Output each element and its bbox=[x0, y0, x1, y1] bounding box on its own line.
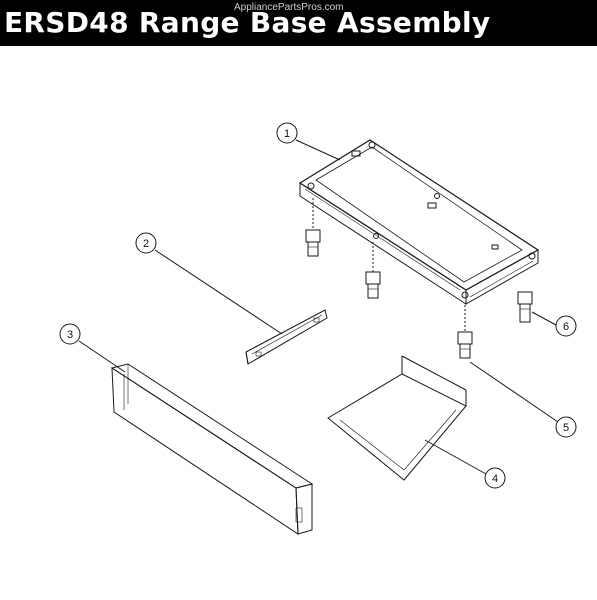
callout-2-leader bbox=[154, 249, 283, 335]
callout-6-label: 6 bbox=[563, 321, 569, 333]
callout-4: 4 bbox=[484, 467, 506, 489]
part-2-bracket bbox=[245, 309, 328, 365]
callout-2-label: 2 bbox=[143, 238, 149, 250]
part-4-slanted-plate bbox=[327, 355, 467, 481]
leg-front-right bbox=[457, 305, 473, 359]
callout-2: 2 bbox=[135, 232, 157, 254]
callout-1: 1 bbox=[276, 122, 298, 144]
title-bar: ERSD48 Range Base Assembly AppliancePart… bbox=[0, 0, 597, 46]
callout-5: 5 bbox=[555, 416, 577, 438]
page-title: ERSD48 Range Base Assembly bbox=[4, 6, 491, 39]
leg-center bbox=[365, 242, 381, 299]
leg-rear-right bbox=[517, 291, 533, 323]
part-3-kick-plate bbox=[110, 363, 314, 535]
callout-1-label: 1 bbox=[284, 128, 290, 140]
callout-3-label: 3 bbox=[67, 329, 73, 341]
callout-3: 3 bbox=[59, 323, 81, 345]
callout-3-leader bbox=[78, 340, 126, 373]
callout-6-leader bbox=[531, 311, 557, 326]
part-1-base-frame bbox=[298, 139, 540, 305]
leg-front-left bbox=[305, 198, 321, 257]
callout-5-leader bbox=[469, 361, 559, 423]
callout-6: 6 bbox=[555, 315, 577, 337]
callout-5-label: 5 bbox=[563, 422, 569, 434]
callout-1-leader bbox=[295, 139, 341, 161]
callout-4-label: 4 bbox=[492, 473, 498, 485]
callout-4-leader bbox=[424, 439, 487, 475]
watermark: AppliancePartsPros.com bbox=[234, 2, 344, 13]
